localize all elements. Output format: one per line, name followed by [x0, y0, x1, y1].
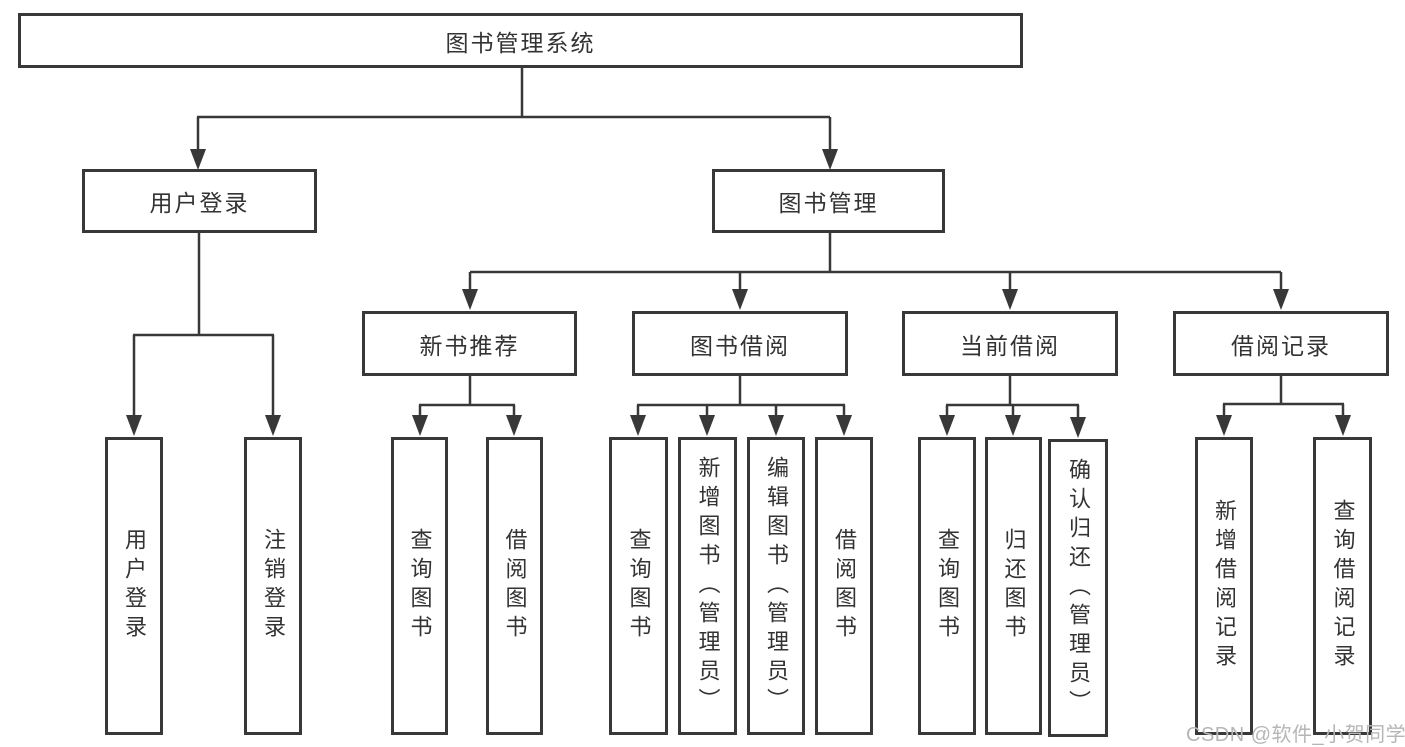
node-label: 新增借阅记录 — [1212, 499, 1237, 673]
node-label: 新增图书（管理员） — [695, 455, 721, 717]
leaf-user-login: 用户登录 — [105, 437, 163, 735]
leaf-current-confirm-return-admin: 确认归还（管理员） — [1048, 439, 1108, 737]
node-label: 用户登录 — [149, 190, 250, 216]
node-label: 用户登录 — [122, 528, 147, 644]
node-label: 注销登录 — [261, 528, 286, 644]
leaf-newrec-borrow-book: 借阅图书 — [486, 437, 543, 735]
leaf-record-add-borrow-record: 新增借阅记录 — [1195, 437, 1253, 735]
node-label: 图书管理 — [778, 190, 879, 216]
node-label: 图书借阅 — [690, 332, 790, 359]
csdn-watermark: CSDN @软件_小贺同学 — [1186, 724, 1405, 746]
leaf-borrow-query-book: 查询图书 — [609, 437, 668, 735]
node-label: 图书管理系统 — [445, 29, 596, 56]
node-label: 归还图书 — [1001, 528, 1027, 644]
leaf-current-return-book: 归还图书 — [985, 437, 1042, 735]
node-label: 新书推荐 — [419, 332, 520, 359]
node-new-book-recommendation: 新书推荐 — [362, 311, 577, 376]
node-label: 编辑图书（管理员） — [764, 455, 789, 717]
leaf-borrow-add-book-admin: 新增图书（管理员） — [678, 437, 737, 735]
node-book-management: 图书管理 — [712, 169, 945, 233]
leaf-borrow-edit-book-admin: 编辑图书（管理员） — [747, 437, 805, 735]
node-label: 当前借阅 — [960, 332, 1060, 359]
leaf-record-query-borrow-record: 查询借阅记录 — [1313, 437, 1372, 735]
node-label: 借阅记录 — [1231, 332, 1331, 359]
node-label: 借阅图书 — [502, 528, 528, 644]
leaf-current-query-book: 查询图书 — [918, 437, 976, 735]
node-label: 查询借阅记录 — [1330, 499, 1356, 673]
node-label: 确认归还（管理员） — [1066, 457, 1091, 719]
node-label: 查询图书 — [935, 528, 960, 644]
node-label: 借阅图书 — [832, 528, 857, 644]
node-library-system-root: 图书管理系统 — [18, 13, 1023, 68]
node-book-borrowing: 图书借阅 — [632, 311, 848, 376]
node-user-login: 用户登录 — [82, 169, 317, 233]
leaf-logout: 注销登录 — [244, 437, 302, 735]
node-borrowing-records: 借阅记录 — [1173, 311, 1389, 376]
node-label: 查询图书 — [407, 528, 433, 644]
node-label: 查询图书 — [626, 528, 652, 644]
leaf-newrec-query-book: 查询图书 — [391, 437, 448, 735]
node-current-borrowing: 当前借阅 — [902, 311, 1118, 376]
leaf-borrow-borrow-book: 借阅图书 — [815, 437, 873, 735]
